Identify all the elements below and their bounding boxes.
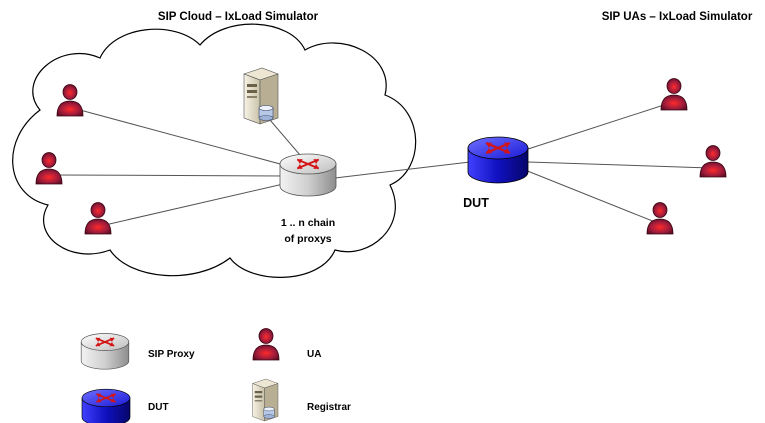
link-proxy-dut — [334, 161, 471, 179]
legend-dut-icon — [82, 389, 130, 423]
legend-ua-label: UA — [307, 349, 321, 360]
proxy-chain-label: 1 .. n chain — [281, 217, 335, 229]
sip-proxy-router-icon — [280, 154, 336, 196]
registrar-server-icon — [243, 67, 279, 125]
ua-icon — [646, 202, 674, 235]
link-dut-ua5 — [527, 161, 711, 169]
legend-ua-icon — [252, 328, 280, 361]
link-registrar-proxy — [269, 119, 301, 156]
legend-registrar-icon — [252, 378, 279, 422]
ua-icon — [660, 78, 688, 111]
uas-title: SIP UAs – IxLoad Simulator — [602, 11, 753, 23]
legend: SIP Proxy UA DUT Registrar — [81, 328, 351, 423]
dut-router-icon — [468, 137, 528, 183]
link-ua1-proxy — [79, 109, 296, 169]
link-dut-ua4 — [524, 102, 671, 151]
dut-label: DUT — [463, 196, 489, 210]
legend-dut-label: DUT — [148, 402, 169, 413]
legend-sip-proxy-label: SIP Proxy — [148, 349, 195, 360]
link-ua2-proxy — [54, 174, 291, 177]
ua-icon — [699, 145, 727, 178]
connection-lines — [54, 102, 711, 226]
legend-sip-proxy-icon — [81, 334, 129, 370]
link-dut-ua6 — [524, 169, 656, 223]
cloud-title: SIP Cloud – IxLoad Simulator — [158, 11, 319, 23]
sip-cloud — [12, 23, 417, 278]
link-ua3-proxy — [104, 181, 293, 226]
proxy-chain-label-line2: of proxys — [284, 233, 331, 245]
legend-registrar-label: Registrar — [307, 402, 351, 413]
